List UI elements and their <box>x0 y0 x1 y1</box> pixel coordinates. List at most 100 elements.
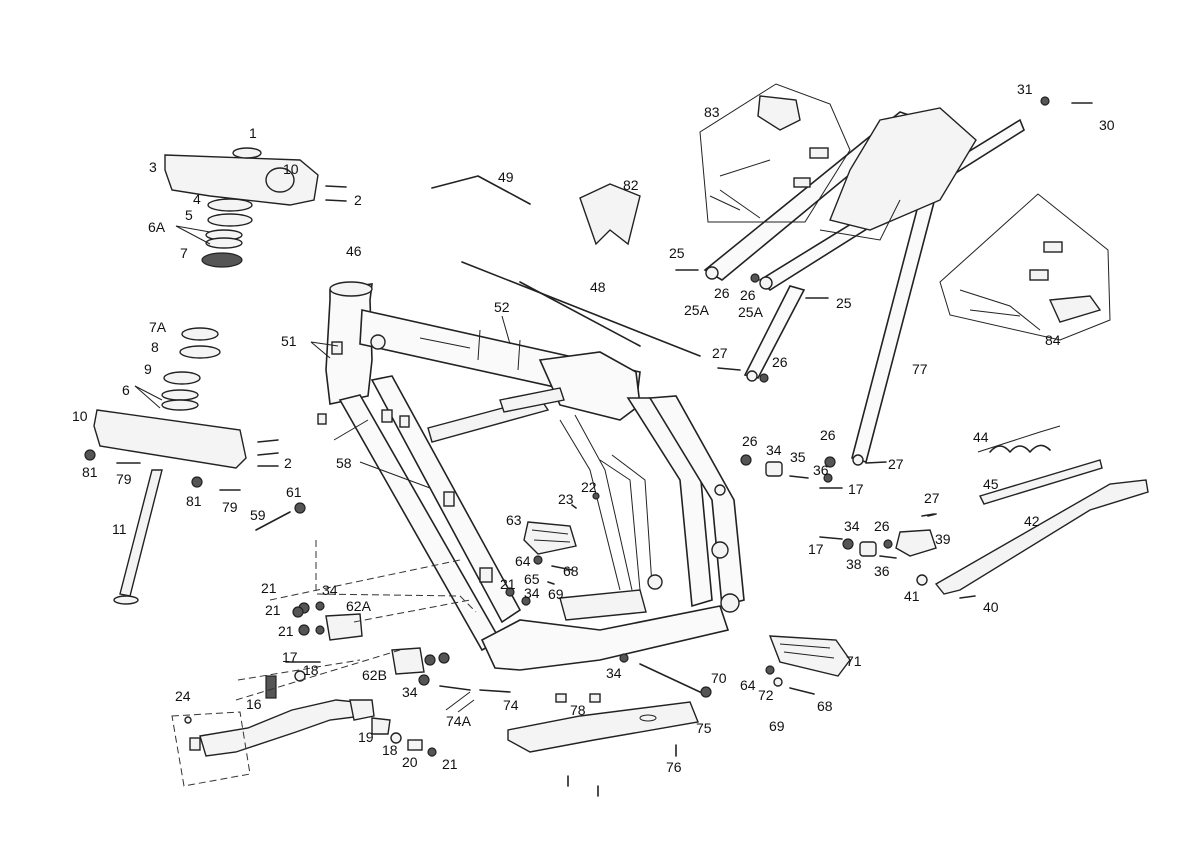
callout-label: 34 <box>844 518 860 534</box>
callout-label: 48 <box>590 279 606 295</box>
callout-label: 78 <box>570 702 586 718</box>
callout-label: 26 <box>742 433 758 449</box>
callout-label: 25A <box>738 304 764 320</box>
callout-label: 76 <box>666 759 682 775</box>
callout-label: 21 <box>442 756 458 772</box>
callout-label: 10 <box>283 161 299 177</box>
callout-label: 20 <box>402 754 418 770</box>
callout-label: 41 <box>904 588 920 604</box>
side-stand <box>819 425 1149 599</box>
callout-label: 34 <box>402 684 418 700</box>
callout-label: 31 <box>1017 81 1033 97</box>
callout-label: 35 <box>790 449 806 465</box>
callout-labels: 1 3 10 2 4 5 6A 7 49 82 83 31 30 46 48 2… <box>72 81 1115 775</box>
callout-label: 61 <box>286 484 302 500</box>
callout-label: 19 <box>358 729 374 745</box>
callout-label: 4 <box>193 191 201 207</box>
callout-label: 65 <box>524 571 540 587</box>
callout-label: 16 <box>246 696 262 712</box>
callout-label: 40 <box>983 599 999 615</box>
skid-plate <box>507 663 712 797</box>
callout-label: 9 <box>144 361 152 377</box>
callout-label: 81 <box>186 493 202 509</box>
callout-label: 25A <box>684 302 710 318</box>
callout-label: 27 <box>924 490 940 506</box>
callout-label: 26 <box>772 354 788 370</box>
callout-label: 70 <box>711 670 727 686</box>
callout-label: 21 <box>261 580 277 596</box>
callout-label: 11 <box>112 521 127 537</box>
callout-label: 38 <box>846 556 862 572</box>
misc-small-parts <box>255 492 937 663</box>
callout-label: 59 <box>250 507 266 523</box>
callout-label: 6A <box>148 219 166 235</box>
callout-label: 25 <box>836 295 852 311</box>
leader-lines <box>134 225 511 713</box>
callout-label: 26 <box>820 427 836 443</box>
callout-label: 74A <box>446 713 472 729</box>
callout-label: 8 <box>151 339 159 355</box>
callout-label: 83 <box>704 104 720 120</box>
callout-label: 74 <box>503 697 519 713</box>
callout-label: 17 <box>848 481 864 497</box>
callout-label: 22 <box>581 479 597 495</box>
callout-label: 36 <box>813 462 829 478</box>
callout-label: 44 <box>973 429 989 445</box>
callout-label: 34 <box>322 582 338 598</box>
dashed-leader-guides <box>235 540 477 701</box>
side-panel-83 <box>699 83 851 223</box>
callout-label: 63 <box>506 512 522 528</box>
callout-label: 45 <box>983 476 999 492</box>
brake-pedal <box>171 675 437 787</box>
callout-label: 17 <box>282 649 298 665</box>
shock-mount-parts <box>740 454 843 489</box>
callout-label: 62B <box>362 667 387 683</box>
callout-label: 25 <box>669 245 685 261</box>
callout-label: 21 <box>500 576 516 592</box>
callout-label: 82 <box>623 177 639 193</box>
callout-label: 26 <box>874 518 890 534</box>
callout-label: 17 <box>808 541 824 557</box>
triple-clamp-upper <box>164 147 347 268</box>
side-panel-84 <box>939 193 1111 341</box>
callout-label: 5 <box>185 207 193 223</box>
callout-label: 34 <box>766 442 782 458</box>
callout-label: 21 <box>265 602 281 618</box>
callout-label: 75 <box>696 720 712 736</box>
callout-label: 6 <box>122 382 130 398</box>
callout-label: 51 <box>281 333 297 349</box>
callout-label: 34 <box>606 665 622 681</box>
callout-label: 81 <box>82 464 98 480</box>
callout-label: 69 <box>769 718 785 734</box>
footrest-right <box>765 635 851 695</box>
callout-label: 68 <box>563 563 579 579</box>
callout-label: 10 <box>72 408 88 424</box>
callout-label: 26 <box>740 287 756 303</box>
callout-label: 69 <box>548 586 564 602</box>
callout-label: 68 <box>817 698 833 714</box>
callout-label: 71 <box>846 653 862 669</box>
callout-label: 79 <box>116 471 132 487</box>
callout-label: 34 <box>524 585 540 601</box>
callout-label: 7 <box>180 245 188 261</box>
callout-label: 49 <box>498 169 514 185</box>
footrest-left <box>523 521 577 585</box>
callout-label: 84 <box>1045 332 1061 348</box>
callout-label: 77 <box>912 361 928 377</box>
callout-label: 18 <box>303 662 319 678</box>
callout-label: 36 <box>874 563 890 579</box>
callout-label: 64 <box>740 677 756 693</box>
triple-clamp-lower <box>84 327 279 491</box>
callout-label: 46 <box>346 243 362 259</box>
callout-label: 42 <box>1024 513 1040 529</box>
callout-label: 2 <box>354 192 362 208</box>
callout-label: 30 <box>1099 117 1115 133</box>
frame-drawing <box>317 281 745 671</box>
callout-label: 3 <box>149 159 157 175</box>
rear-subframe <box>675 96 1093 466</box>
callout-label: 52 <box>494 299 510 315</box>
brake-mounts <box>285 601 511 693</box>
steering-stem <box>113 469 163 605</box>
callout-label: 2 <box>284 455 292 471</box>
